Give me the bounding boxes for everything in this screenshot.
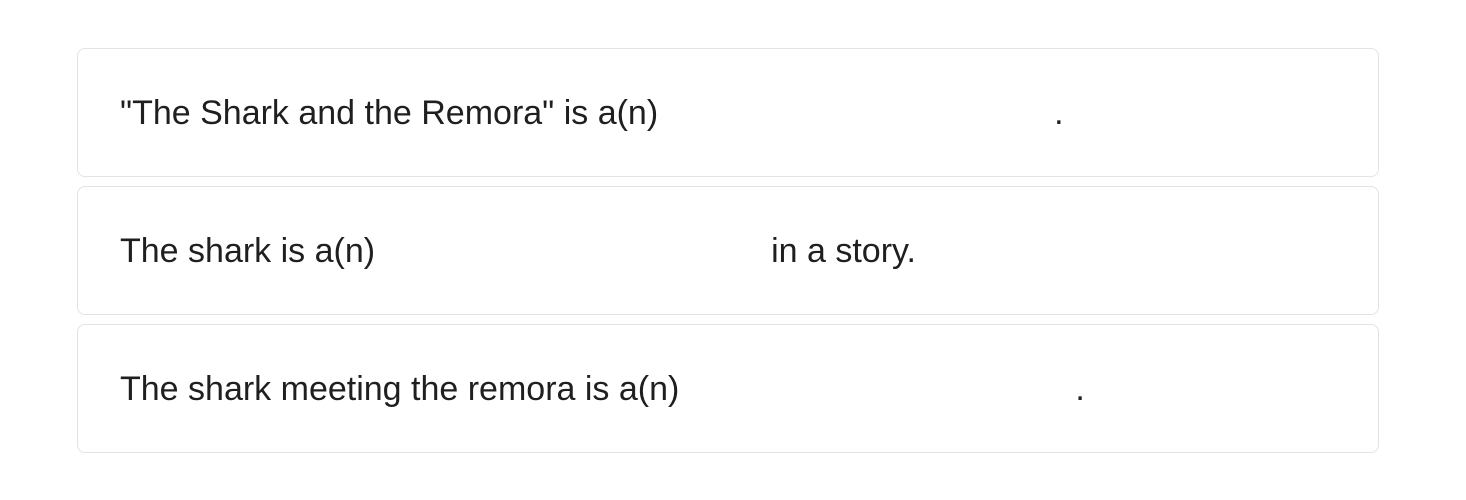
question-sentence: "The Shark and the Remora" is a(n) . <box>120 93 1064 133</box>
question-text-after: in a story. <box>771 231 916 270</box>
question-sentence: The shark meeting the remora is a(n) . <box>120 369 1085 409</box>
question-card-2: The shark is a(n) in a story. <box>77 186 1379 315</box>
question-card-1: "The Shark and the Remora" is a(n) . <box>77 48 1379 177</box>
answer-blank-3[interactable] <box>679 369 1075 409</box>
question-text-before: The shark meeting the remora is a(n) <box>120 369 680 408</box>
question-text-after: . <box>1075 369 1085 408</box>
question-text-before: The shark is a(n) <box>120 231 376 270</box>
question-card-3: The shark meeting the remora is a(n) . <box>77 324 1379 453</box>
question-list: "The Shark and the Remora" is a(n) . The… <box>77 48 1379 462</box>
answer-blank-1[interactable] <box>658 93 1054 133</box>
answer-blank-2[interactable] <box>375 231 771 271</box>
question-text-before: "The Shark and the Remora" is a(n) <box>120 93 659 132</box>
question-sentence: The shark is a(n) in a story. <box>120 231 916 271</box>
question-text-after: . <box>1054 93 1064 132</box>
